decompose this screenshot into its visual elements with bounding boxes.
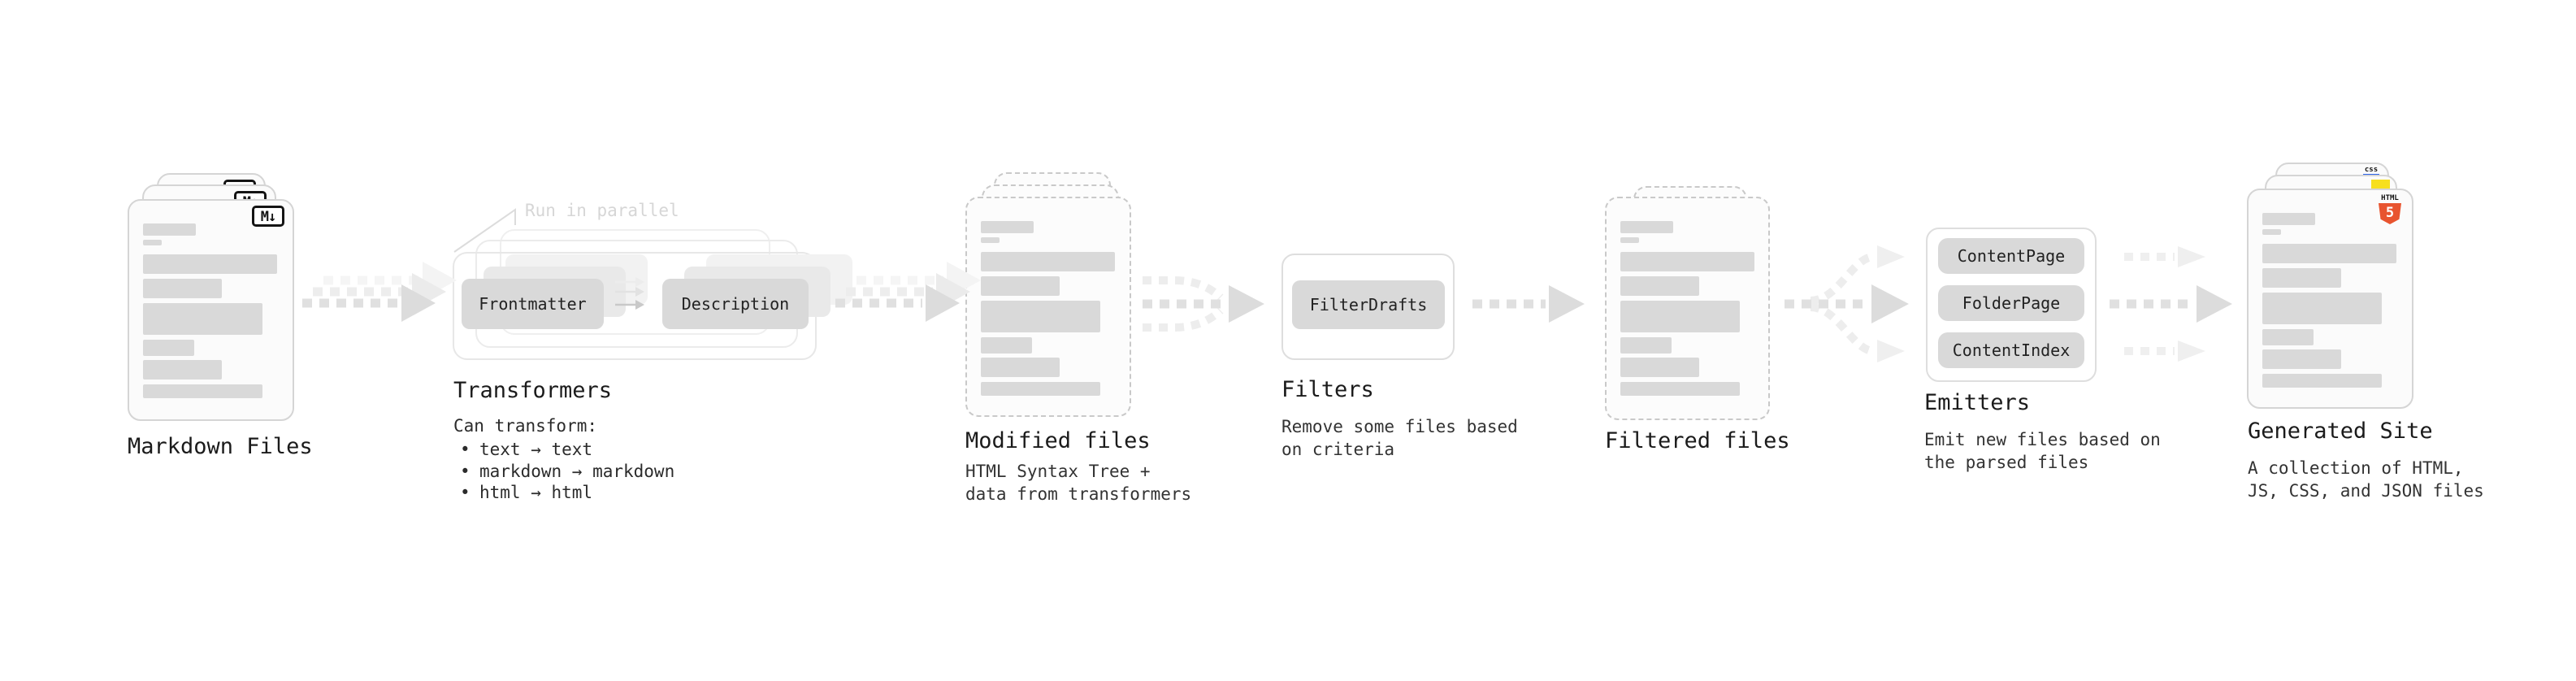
bullet-item: • text → text xyxy=(460,439,674,461)
bullet-dot: • xyxy=(460,440,471,459)
file-content-bars xyxy=(981,221,1115,396)
arrow-filters-to-filtered xyxy=(1472,285,1585,323)
content-line-bar xyxy=(2262,374,2382,388)
filters-title: Filters xyxy=(1281,377,1374,402)
bullet-dot: • xyxy=(460,461,471,481)
description-box: Description xyxy=(662,279,809,329)
transformers-title: Transformers xyxy=(453,378,613,403)
emitters-title: Emitters xyxy=(1924,390,2031,415)
bullet-text: html → html xyxy=(479,483,593,502)
arrow-transformers-to-modified xyxy=(835,262,981,322)
transformers-bullet-list: • text → text • markdown → markdown • html … xyxy=(460,439,674,504)
filters-description: Remove some files based on criteria xyxy=(1281,417,1518,459)
content-line-bar xyxy=(981,301,1100,332)
arrow-filtered-to-emitters-fanout xyxy=(1785,245,1909,362)
annotation-leader-line xyxy=(453,208,516,253)
content-line-bar xyxy=(981,382,1100,396)
content-line-bar xyxy=(143,360,222,380)
content-line-bar xyxy=(1620,252,1754,271)
bullet-item: • markdown → markdown xyxy=(460,461,674,483)
content-line-bar xyxy=(143,384,262,398)
content-line-bar xyxy=(1620,237,1639,243)
content-line-bar xyxy=(981,252,1115,271)
filtered-file-card-front xyxy=(1605,197,1770,420)
content-line-bar xyxy=(2262,229,2281,235)
content-line-bar xyxy=(981,276,1060,296)
content-line-bar xyxy=(2262,293,2382,324)
modified-files-title: Modified files xyxy=(965,428,1151,453)
arrows-emitters-to-generated xyxy=(2110,246,2232,362)
content-line-bar xyxy=(981,337,1032,354)
bullet-text: text → text xyxy=(479,440,593,459)
arrow-modified-to-filters-merge xyxy=(1143,276,1264,332)
content-line-bar xyxy=(1620,337,1672,354)
markdown-files-title: Markdown Files xyxy=(128,434,313,459)
generated-site-description: A collection of HTML, JS, CSS, and JSON … xyxy=(2248,458,2484,501)
bullet-item: • html → html xyxy=(460,482,674,504)
file-content-bars xyxy=(143,223,277,398)
content-line-bar xyxy=(1620,358,1699,377)
frontmatter-to-description-arrows xyxy=(615,277,644,310)
content-line-bar xyxy=(143,303,262,335)
content-line-bar xyxy=(2262,213,2315,225)
content-line-bar xyxy=(1620,221,1673,233)
modified-file-card-front xyxy=(965,197,1131,417)
transformers-note-heading: Can transform: xyxy=(453,416,598,436)
markdown-file-card-front: M↓ xyxy=(128,199,294,421)
css-icon-label: css xyxy=(2364,166,2379,174)
content-line-bar xyxy=(981,237,1000,243)
content-page-box: ContentPage xyxy=(1938,238,2084,274)
content-index-box: ContentIndex xyxy=(1938,332,2084,368)
content-line-bar xyxy=(981,358,1060,377)
generated-site-title: Generated Site xyxy=(2248,419,2433,444)
folder-page-box: FolderPage xyxy=(1938,285,2084,321)
run-in-parallel-annotation: Run in parallel xyxy=(525,201,679,220)
filter-drafts-box: FilterDrafts xyxy=(1292,280,1445,329)
content-line-bar xyxy=(2262,268,2341,288)
content-line-bar xyxy=(143,240,162,245)
filtered-files-title: Filtered files xyxy=(1605,428,1790,453)
content-line-bar xyxy=(143,279,222,298)
content-line-bar xyxy=(2262,244,2396,263)
arrow-markdown-to-transformers xyxy=(302,262,457,322)
bullet-dot: • xyxy=(460,483,471,502)
content-line-bar xyxy=(2262,329,2314,345)
html5-icon: HTML 5 xyxy=(2378,194,2402,224)
content-line-bar xyxy=(1620,276,1699,296)
content-line-bar xyxy=(143,340,194,356)
emitters-description: Emit new files based on the parsed files xyxy=(1924,430,2161,472)
markdown-icon: M↓ xyxy=(252,206,284,227)
file-content-bars xyxy=(2262,213,2396,388)
frontmatter-box: Frontmatter xyxy=(462,279,604,329)
generated-file-card-front: HTML 5 xyxy=(2247,189,2413,409)
content-line-bar xyxy=(143,223,196,236)
content-line-bar xyxy=(143,254,277,274)
content-line-bar xyxy=(1620,382,1740,396)
modified-files-description: HTML Syntax Tree + data from transformer… xyxy=(965,462,1192,504)
html5-icon-label: HTML xyxy=(2381,194,2399,202)
content-line-bar xyxy=(2262,349,2341,369)
content-line-bar xyxy=(1620,301,1740,332)
bullet-text: markdown → markdown xyxy=(479,461,675,481)
content-line-bar xyxy=(981,221,1034,233)
file-content-bars xyxy=(1620,221,1754,396)
